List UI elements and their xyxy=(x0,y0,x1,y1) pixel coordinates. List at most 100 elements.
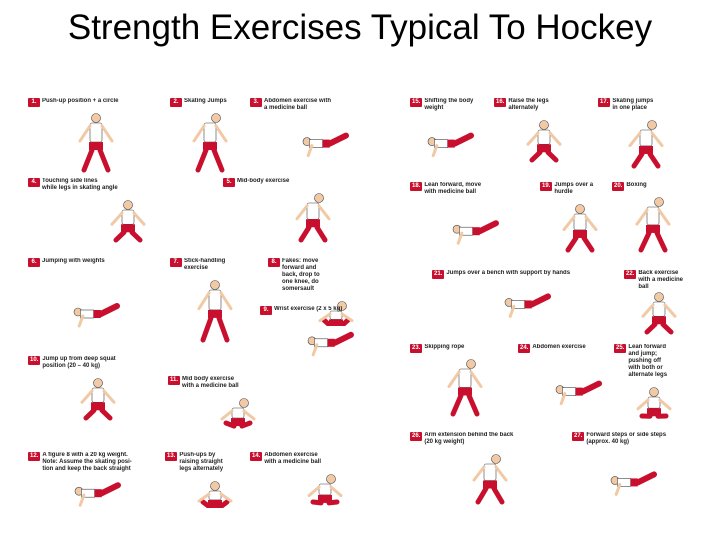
exercise-label: Skipping rope xyxy=(424,344,465,350)
exercise-number: 8. xyxy=(268,258,280,267)
exercise-label: Lean forward and jump; pushing off with … xyxy=(628,344,668,378)
exercise-item: 5.Mid-body exercise xyxy=(223,178,403,248)
exercise-header: 7.Stick-handling exercise xyxy=(170,258,260,272)
exercise-label: Stick-handling exercise xyxy=(184,258,226,271)
exercise-illustration xyxy=(435,354,495,420)
exercise-illustration xyxy=(629,287,689,338)
exercise-illustration xyxy=(624,382,684,422)
exercise-item: 3.Abdomen exercise with a medicine ball xyxy=(250,98,400,168)
exercise-label: Wrist exercise (2 x 5 kg) xyxy=(274,306,343,312)
exercise-number: 22. xyxy=(624,270,637,279)
exercise-number: 20. xyxy=(612,182,625,191)
exercise-header: 6.Jumping with weights xyxy=(28,258,163,267)
exercise-item: 10.Jump up from deep squat position (20 … xyxy=(28,356,168,426)
exercise-illustration xyxy=(185,275,245,346)
exercise-illustration xyxy=(550,199,610,256)
exercise-label: Forward steps or side steps (approx. 40 … xyxy=(586,432,667,445)
exercise-label: Mid-body exercise xyxy=(237,178,290,184)
exercise-label: Jumps over a bench with support by hands xyxy=(446,270,571,276)
exercise-number: 12. xyxy=(28,452,41,461)
exercise-label: Jumps over a hurdle xyxy=(554,182,594,195)
exercise-illustration xyxy=(295,469,355,508)
exercise-number: 27. xyxy=(572,432,585,441)
exercise-illustration xyxy=(180,108,240,176)
exercise-item: 27.Forward steps or side steps (approx. … xyxy=(572,432,694,510)
exercise-header: 25.Lean forward and jump; pushing off wi… xyxy=(614,344,694,379)
exercise-item: 14.Abdomen exercise with a medicine ball xyxy=(250,452,400,510)
exercise-label: Arm extension behind the back (20 kg wei… xyxy=(424,432,514,445)
exercise-label: Skating jumps in one place xyxy=(612,98,654,111)
exercise-item: 21.Jumps over a bench with support by ha… xyxy=(432,270,622,326)
exercise-label: Jumping with weights xyxy=(42,258,105,264)
exercise-number: 10. xyxy=(28,356,41,365)
exercise-item: 22.Back exercise with a medicine ball xyxy=(624,270,694,340)
exercise-item: 4.Touching side lines while legs in skat… xyxy=(28,178,228,248)
exercise-header: 2.Skating Jumps xyxy=(170,98,250,107)
exercise-header: 1.Push-up position + a circle xyxy=(28,98,163,107)
exercise-header: 14.Abdomen exercise with a medicine ball xyxy=(250,452,400,466)
exercise-header: 9.Wrist exercise (2 x 5 kg) xyxy=(260,306,400,315)
exercise-illustration xyxy=(623,192,683,256)
exercise-number: 13. xyxy=(165,452,178,461)
exercise-header: 4.Touching side lines while legs in skat… xyxy=(28,178,228,192)
exercise-number: 14. xyxy=(250,452,263,461)
exercise-illustration xyxy=(66,108,126,176)
exercise-number: 9. xyxy=(260,306,272,315)
exercise-header: 18.Lean forward, move with medicine ball xyxy=(410,182,540,196)
exercise-item: 7.Stick-handling exercise xyxy=(170,258,260,348)
exercise-item: 19.Jumps over a hurdle xyxy=(540,182,620,258)
exercise-header: 20.Boxing xyxy=(612,182,694,191)
exercise-item: 6.Jumping with weights xyxy=(28,258,163,350)
exercise-header: 12.A figure 8 with a 20 kg weight. Note:… xyxy=(28,452,166,473)
exercise-header: 23.Skipping rope xyxy=(410,344,520,353)
exercise-illustration xyxy=(306,296,366,326)
exercise-label: Back exercise with a medicine ball xyxy=(638,270,684,290)
exercise-label: Abdomen exercise xyxy=(532,344,586,350)
exercise-header: 16.Raise the legs alternately xyxy=(494,98,594,112)
exercise-number: 23. xyxy=(410,344,423,353)
exercise-item: 15.Shifting the body weight xyxy=(410,98,490,168)
exercise-label: Shifting the body weight xyxy=(424,98,474,111)
exercise-illustration xyxy=(68,373,128,424)
exercise-header: 22.Back exercise with a medicine ball xyxy=(624,270,694,291)
exercise-item: 11.Mid body exercise with a medicine bal… xyxy=(168,376,308,431)
exercise-illustration xyxy=(67,476,127,508)
exercise-header: 15.Shifting the body weight xyxy=(410,98,490,112)
exercise-item: 1.Push-up position + a circle xyxy=(28,98,163,178)
exercise-illustration xyxy=(616,115,676,172)
exercise-illustration xyxy=(445,199,505,256)
exercise-illustration xyxy=(185,476,245,508)
exercise-number: 7. xyxy=(170,258,182,267)
exercise-label: Abdomen exercise with a medicine ball xyxy=(264,98,332,111)
exercise-item: 12.A figure 8 with a 20 kg weight. Note:… xyxy=(28,452,166,510)
exercise-number: 11. xyxy=(168,376,181,385)
exercise-item: 20.Boxing xyxy=(612,182,694,258)
exercise-item: 16.Raise the legs alternately xyxy=(494,98,594,168)
exercise-header: 27.Forward steps or side steps (approx. … xyxy=(572,432,694,446)
exercise-header: 5.Mid-body exercise xyxy=(223,178,403,187)
exercise-chart: 1.Push-up position + a circle 2.Skating J… xyxy=(28,94,694,510)
exercise-header: 3.Abdomen exercise with a medicine ball xyxy=(250,98,400,112)
exercise-label: Raise the legs alternately xyxy=(508,98,549,111)
exercise-illustration xyxy=(295,115,355,166)
exercise-label: Boxing xyxy=(626,182,647,188)
exercise-number: 6. xyxy=(28,258,40,267)
exercise-number: 26. xyxy=(410,432,423,441)
exercise-item: 13.Push-ups by raising straight legs alt… xyxy=(165,452,265,510)
exercise-label: Lean forward, move with medicine ball xyxy=(424,182,482,195)
exercise-header: 8.Fakes: move forward and back, drop to … xyxy=(268,258,403,293)
exercise-label: Skating Jumps xyxy=(184,98,227,104)
exercise-header: 11.Mid body exercise with a medicine bal… xyxy=(168,376,308,390)
exercise-illustration xyxy=(283,188,343,246)
exercise-label: A figure 8 with a 20 kg weight. Note: As… xyxy=(42,452,132,472)
exercise-number: 25. xyxy=(614,344,627,353)
exercise-label: Fakes: move forward and back, drop to on… xyxy=(282,258,320,292)
exercise-number: 19. xyxy=(540,182,553,191)
exercise-illustration xyxy=(420,115,480,166)
exercise-header: 13.Push-ups by raising straight legs alt… xyxy=(165,452,265,473)
exercise-label: Abdomen exercise with a medicine ball xyxy=(264,452,322,465)
exercise-item: 23.Skipping rope xyxy=(410,344,520,422)
exercise-number: 4. xyxy=(28,178,40,187)
exercise-number: 17. xyxy=(598,98,611,107)
exercise-number: 15. xyxy=(410,98,423,107)
